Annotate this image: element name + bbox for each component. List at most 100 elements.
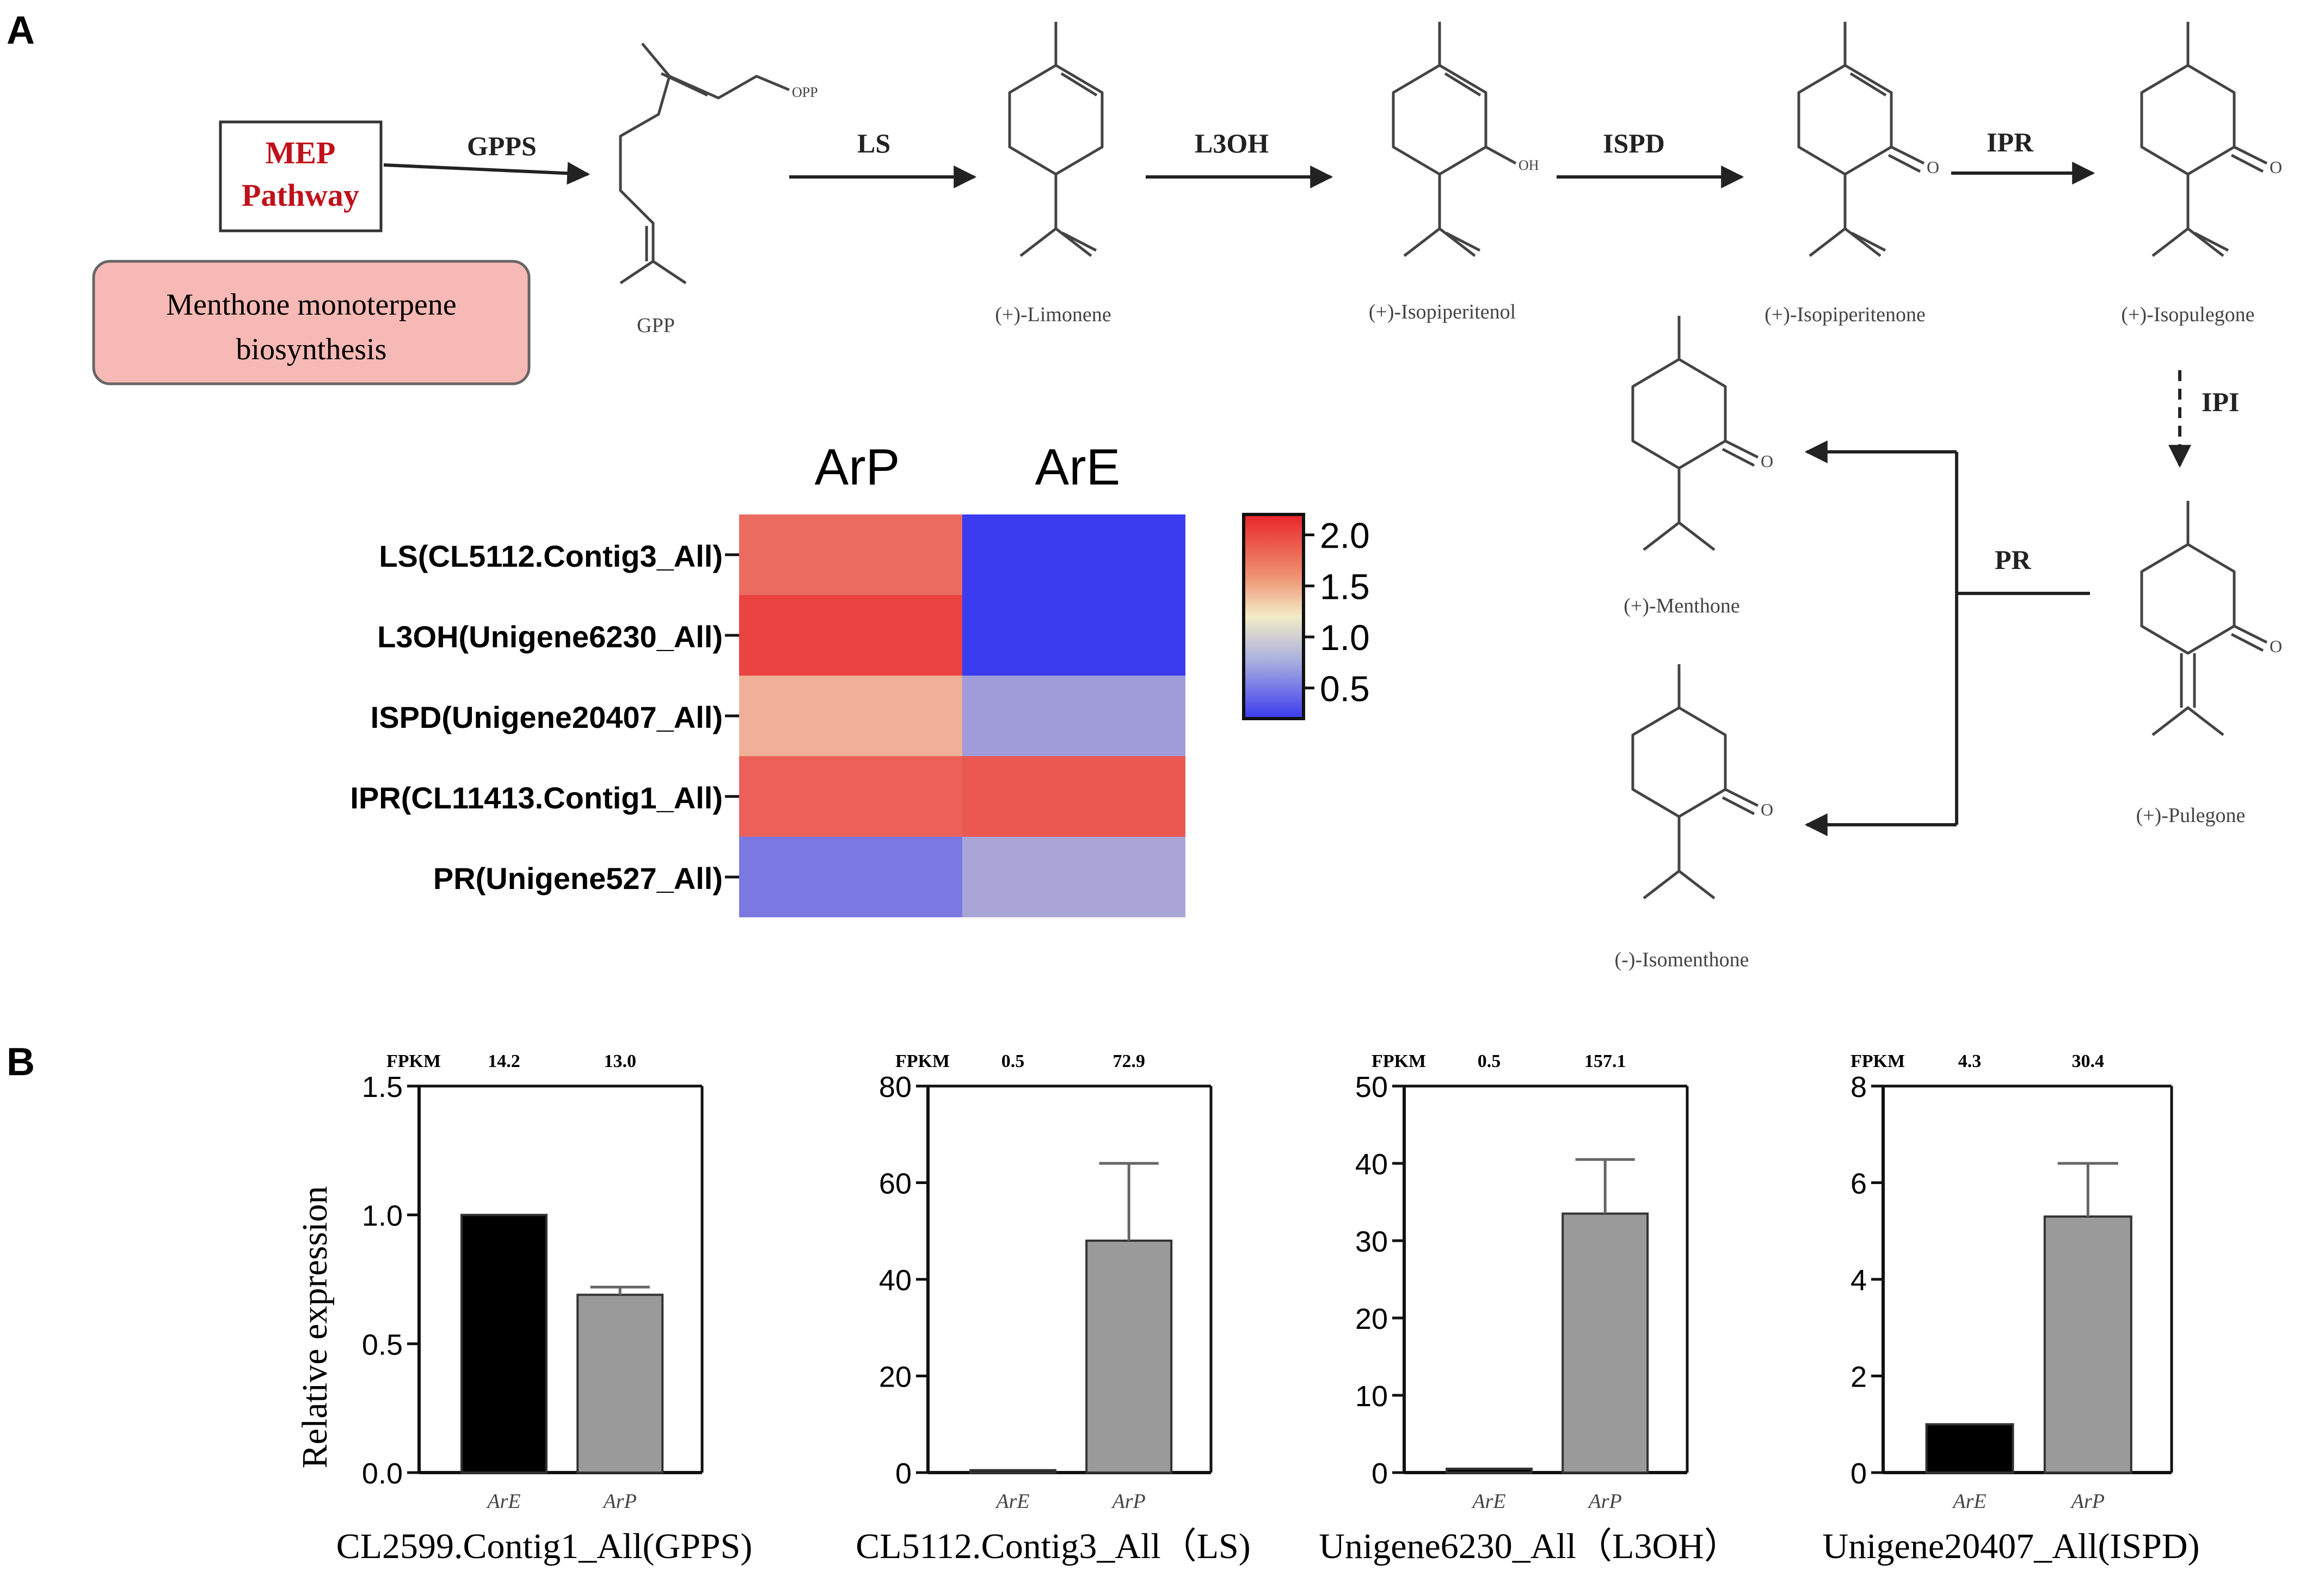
heatmap-row-label: ISPD(Unigene20407_All) [371,700,723,734]
bar-chart: 01020304050ArE0.5ArP157.1FPKMUnigene6230… [1319,1051,1740,1566]
atom-label-o-2: O [2270,157,2282,177]
heatmap-cell [739,595,962,676]
compound-gpp: GPP [637,314,675,337]
heatmap-cell [962,676,1185,756]
y-tick-label: 0 [895,1457,912,1490]
bar [2043,1215,2132,1474]
y-tick-label: 2 [1850,1361,1867,1394]
heatmap-row-label: PR(Unigene527_All) [433,861,723,896]
mep-pathway-line1: MEP [266,135,336,170]
heatmap-cell [962,837,1185,917]
x-tick-label: ArE [1951,1490,1986,1513]
fpkm-value: 14.2 [488,1051,520,1071]
y-tick-label: 20 [879,1361,912,1394]
fpkm-label: FPKM [1850,1051,1905,1071]
fpkm-value: 0.5 [1001,1051,1025,1071]
bar [1446,1467,1533,1474]
mep-pathway-box: MEP Pathway [219,120,383,232]
heatmap-row-labels: LS(CL5112.Contig3_All) L3OH(Unigene6230_A… [350,539,739,896]
bar [1085,1240,1173,1474]
y-tick-label: 40 [879,1264,912,1297]
x-tick-label: ArE [485,1490,520,1513]
enzyme-gpps: GPPS [467,131,537,161]
bar [969,1469,1056,1474]
heatmap-cell [739,756,962,837]
chart-title: CL2599.Contig1_All(GPPS) [336,1526,753,1566]
y-axis-label: Relative expression [295,1186,335,1469]
heatmap-cell [739,837,962,917]
fpkm-value: 13.0 [604,1051,636,1071]
heatmap-col-are: ArE [1035,438,1121,495]
molecule-isomenthone [1631,664,1759,899]
compound-limonene: (+)-Limonene [995,303,1111,326]
atom-label-o-4: O [2270,636,2282,656]
fpkm-value: 72.9 [1112,1051,1145,1071]
heatmap-row-label: IPR(CL11413.Contig1_All) [350,781,723,815]
y-tick-label: 10 [1355,1380,1388,1413]
compound-isomenthone: (-)-Isomenthone [1615,948,1749,971]
reaction-arrows [383,162,2191,836]
x-tick-label: ArP [1111,1490,1146,1513]
compound-pulegone: (+)-Pulegone [2136,804,2246,827]
heatmap-col-arp: ArP [815,438,900,495]
y-tick-label: 1.0 [362,1200,403,1233]
mep-pathway-line2: Pathway [242,177,359,213]
atom-labels: OPP OH O O O O O [792,84,2282,819]
atom-label-o-1: O [1927,157,1939,177]
fpkm-label: FPKM [1372,1051,1426,1071]
compound-isopulegone: (+)-Isopulegone [2121,303,2254,326]
enzyme-ls: LS [857,128,890,158]
heatmap-cell [962,514,1185,595]
molecule-isopiperitenone [1797,22,1925,257]
molecule-isopulegone [2140,22,2268,257]
bar-chart: 02468ArE4.3ArP30.4FPKMUnigene20407_All(I… [1823,1051,2200,1566]
atom-label-o-5: O [1761,800,1773,819]
molecule-gpp [619,42,790,285]
heatmap-cell [739,514,962,595]
fpkm-value: 0.5 [1478,1051,1501,1071]
x-tick-label: ArE [1471,1490,1505,1513]
colorbar-tick-label: 1.5 [1320,566,1370,606]
panel-label-b: B [7,1040,35,1084]
x-tick-label: ArE [994,1490,1029,1513]
fpkm-value: 4.3 [1958,1051,1982,1071]
bar [460,1213,548,1474]
atom-label-oh: OH [1518,157,1539,173]
fpkm-value: 157.1 [1584,1051,1626,1071]
heatmap: ArP ArE LS(CL5112.Contig3_All) L3OH(Unige… [350,438,1370,917]
colorbar-tick-label: 0.5 [1320,669,1370,709]
y-tick-label: 0.5 [362,1328,403,1361]
heatmap-cells [739,514,1185,917]
compound-isopiperitenol: (+)-Isopiperitenol [1369,301,1516,323]
bar-chart: 0.00.51.01.5ArE14.2ArP13.0FPKMCL2599.Con… [336,1051,753,1566]
fpkm-label: FPKM [895,1051,950,1071]
y-tick-label: 1.5 [362,1071,403,1103]
heatmap-row-label: L3OH(Unigene6230_All) [377,620,723,654]
molecule-isopiperitenol [1392,22,1517,257]
y-tick-label: 0.0 [362,1457,403,1490]
pathway-title-line2: biosynthesis [236,333,387,366]
heatmap-cell [739,676,962,756]
y-tick-label: 80 [879,1071,912,1103]
enzyme-ipi: IPI [2202,387,2239,417]
enzyme-ipr: IPR [1987,127,2034,157]
atom-label-o-3: O [1761,451,1773,471]
pathway-title-line1: Menthone monoterpene [166,288,456,322]
compound-menthone: (+)-Menthone [1624,594,1739,617]
atom-label-opp: OPP [792,84,818,100]
y-tick-label: 0 [1372,1457,1388,1490]
pathway-title-box: Menthone monoterpene biosynthesis [92,260,531,385]
y-tick-label: 4 [1850,1264,1867,1297]
bar [1561,1212,1649,1474]
y-tick-label: 0 [1850,1457,1867,1490]
x-tick-label: ArP [1587,1490,1622,1513]
y-tick-label: 8 [1850,1071,1867,1103]
heatmap-cell [962,595,1185,676]
heatmap-row-label: LS(CL5112.Contig3_All) [379,539,723,573]
y-tick-label: 30 [1355,1225,1388,1258]
panel-label-a: A [7,9,35,52]
colorbar-tick-label: 1.0 [1320,617,1370,658]
heatmap-cell [962,756,1185,837]
